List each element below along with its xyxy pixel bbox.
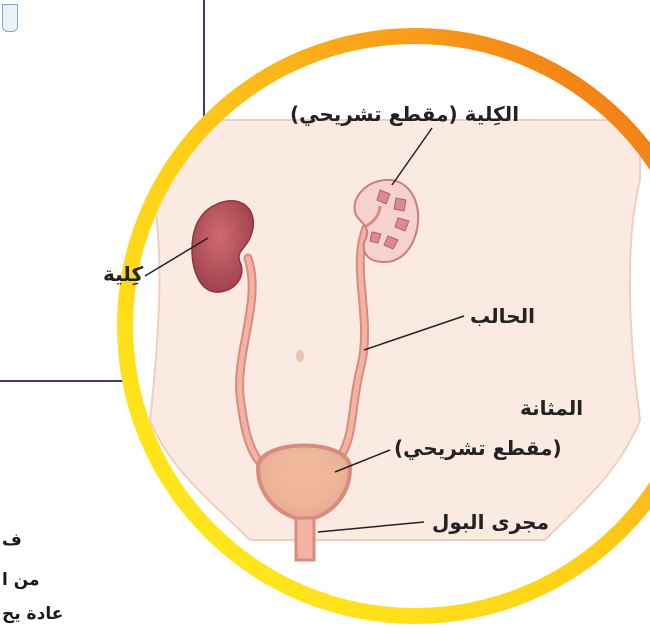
label-kidney: كِلية (103, 262, 143, 286)
urethra (296, 518, 314, 560)
label-ureter: الحالب (470, 304, 535, 328)
label-bladder-section: (مقطع تشريحي) (394, 436, 562, 460)
label-bladder: المثانة (520, 396, 583, 420)
navel (296, 350, 304, 362)
label-kidney-section: الكِلية (مقطع تشريحي) (290, 102, 519, 126)
label-urethra: مجرى البول (432, 510, 549, 534)
